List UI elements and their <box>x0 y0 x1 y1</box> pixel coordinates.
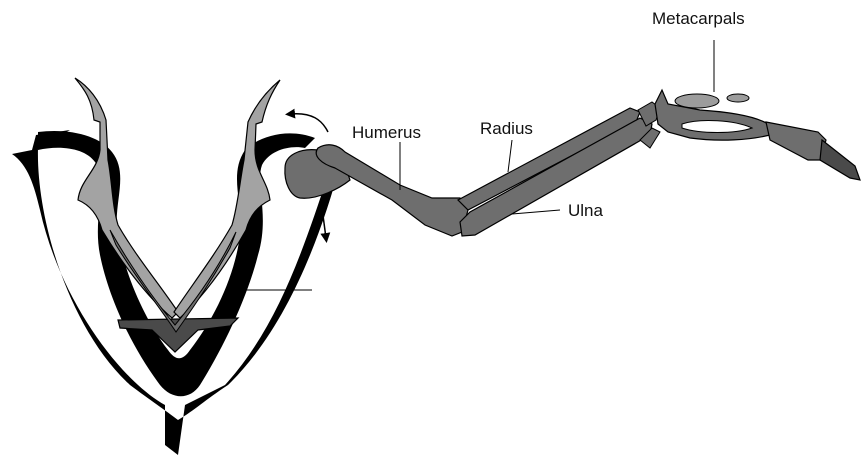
label-ulna: Ulna <box>568 201 604 220</box>
label-humerus: Humerus <box>352 123 421 142</box>
metacarpal-bone-1 <box>675 94 719 108</box>
metacarpal-bone-2 <box>727 94 749 102</box>
right-coracoid <box>174 80 280 318</box>
rotation-arrow-icon <box>290 114 328 132</box>
ulna-leader <box>512 210 560 214</box>
phalanx-1 <box>766 122 826 160</box>
label-metacarpals: Metacarpals <box>652 9 745 28</box>
radius-leader <box>508 140 512 172</box>
label-radius: Radius <box>480 119 533 138</box>
humerus-bone <box>316 145 468 236</box>
inner-black-furcula <box>38 131 315 396</box>
phalanx-2 <box>820 140 860 180</box>
